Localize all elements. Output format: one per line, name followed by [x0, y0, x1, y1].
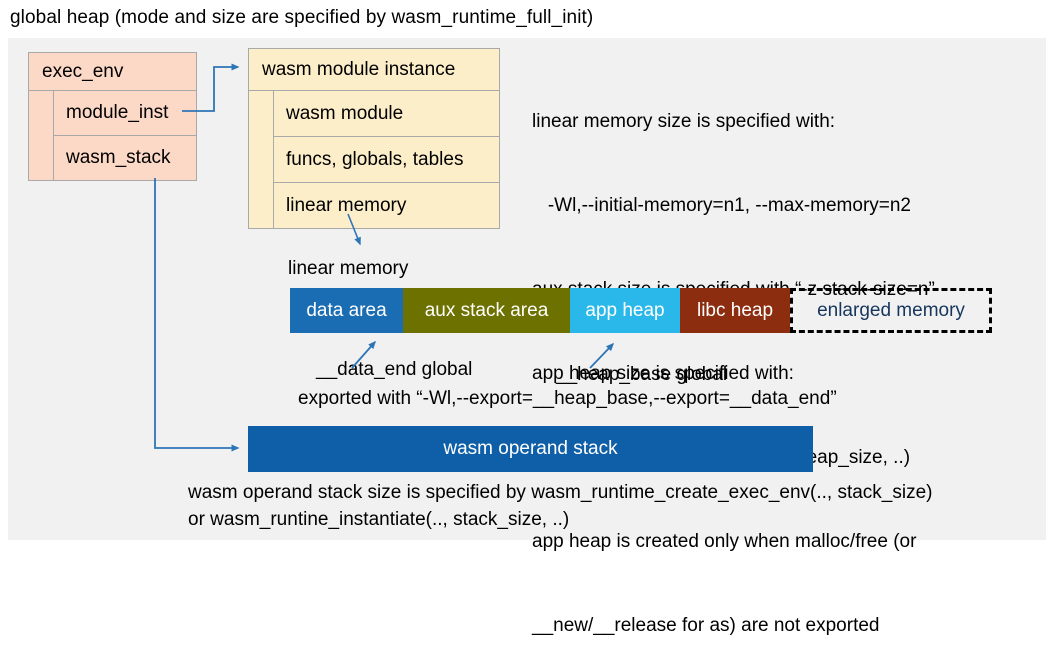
- note-line: __new/__release for as) are not exported: [532, 615, 880, 636]
- instance-row-funcs-globals-tables: funcs, globals, tables: [273, 137, 499, 183]
- wasm-operand-stack-bar: wasm operand stack: [248, 426, 813, 472]
- instance-row-wasm-module: wasm module: [273, 91, 499, 137]
- diagram-page: { "title": "global heap (mode and size a…: [8, 7, 1046, 636]
- linear-memory-label: linear memory: [288, 258, 409, 279]
- note-line: or wasm_runtine_instantiate(.., stack_si…: [188, 509, 570, 530]
- note-line: -Wl,--initial-memory=n1, --max-memory=n2: [532, 195, 911, 216]
- exec-env-header: exec_env: [29, 53, 196, 91]
- note-line: app heap size is specified with:: [532, 363, 794, 384]
- memory-size-notes: linear memory size is specified with: -W…: [532, 52, 935, 668]
- instance-row-linear-memory: linear memory: [273, 183, 499, 228]
- page-title: global heap (mode and size are specified…: [10, 7, 594, 28]
- segment-libc-heap: libc heap: [680, 288, 790, 333]
- wasm-module-instance-header: wasm module instance: [249, 49, 499, 91]
- segment-enlarged-memory: enlarged memory: [790, 288, 992, 333]
- exec-env-row-module-inst: module_inst: [53, 91, 196, 136]
- wasm-operand-stack-label: wasm operand stack: [443, 438, 618, 459]
- linear-memory-bar: data area aux stack area app heap libc h…: [290, 288, 992, 333]
- operand-stack-size-note: wasm operand stack size is specified by …: [188, 479, 933, 533]
- exec-env-box: exec_env module_inst wasm_stack: [28, 52, 197, 181]
- export-flags-label: exported with “-Wl,--export=__heap_base,…: [298, 388, 837, 409]
- note-line: wasm operand stack size is specified by …: [188, 482, 933, 503]
- segment-app-heap: app heap: [570, 288, 680, 333]
- data-end-global-label: __data_end global: [316, 359, 473, 380]
- segment-aux-stack-area: aux stack area: [403, 288, 570, 333]
- heap-base-global-label: __heap_base global: [556, 364, 728, 385]
- exec-env-row-wasm-stack: wasm_stack: [53, 136, 196, 180]
- note-line: linear memory size is specified with:: [532, 111, 836, 132]
- segment-data-area: data area: [290, 288, 403, 333]
- wasm-module-instance-box: wasm module instance wasm module funcs, …: [248, 48, 500, 229]
